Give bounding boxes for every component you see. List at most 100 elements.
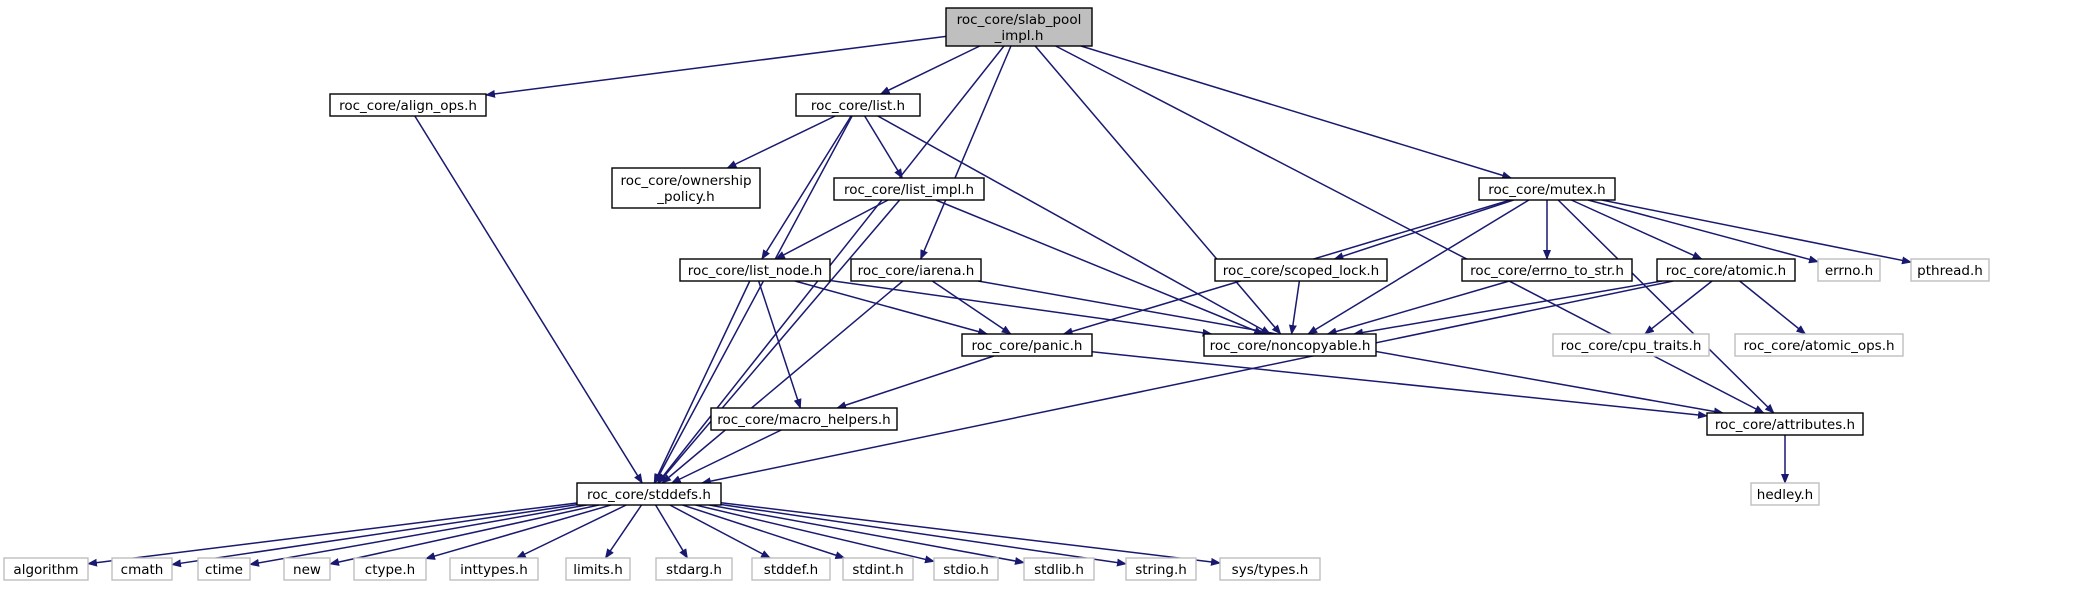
edge-mutex-to-errno — [1587, 199, 1819, 264]
edge-panic-to-attributes — [1091, 351, 1708, 419]
node-list-node[interactable]: roc_core/list_node.h — [679, 258, 831, 282]
node-label: roc_core/scoped_lock.h — [1223, 263, 1379, 279]
node-ctime: ctime — [197, 557, 251, 581]
edge-list_node-to-stddefs — [653, 280, 751, 484]
node-label: stdint.h — [852, 562, 903, 578]
node-label: limits.h — [573, 562, 623, 578]
node-label: sys/types.h — [1232, 562, 1309, 578]
node-errno-to-str[interactable]: roc_core/errno_to_str.h — [1461, 258, 1633, 282]
edge-stddefs-to-ctype — [425, 504, 612, 560]
node-label: ctime — [205, 562, 243, 578]
node-cmath: cmath — [111, 557, 173, 581]
node-stddef: stddef.h — [751, 557, 831, 581]
edge-stddefs-to-stdio — [695, 504, 935, 564]
edge-atomic-to-stddefs — [700, 280, 1674, 486]
node-label: roc_core/mutex.h — [1488, 182, 1605, 198]
node-label: roc_core/list_node.h — [688, 263, 823, 279]
node-stdint: stdint.h — [842, 557, 914, 581]
node-noncopyable[interactable]: roc_core/noncopyable.h — [1203, 333, 1377, 357]
edge-list_impl-to-noncopyable — [935, 199, 1265, 335]
node-label: stddef.h — [764, 562, 818, 578]
edge-list_impl-to-list_node — [775, 199, 889, 260]
edge-mutex-to-atomic — [1570, 199, 1703, 260]
edge-stddefs-to-limits — [604, 504, 643, 559]
node-label: roc_core/macro_helpers.h — [717, 412, 891, 428]
node-slab-pool-impl: roc_core/slab_pool_impl.h — [945, 7, 1093, 47]
node-label: string.h — [1135, 562, 1187, 578]
edge-slab_pool_impl-to-mutex — [1080, 45, 1513, 180]
edge-scoped_lock-to-noncopyable — [1288, 280, 1301, 335]
edge-mutex-to-attributes — [1557, 199, 1775, 414]
node-mutex[interactable]: roc_core/mutex.h — [1478, 177, 1616, 201]
node-label: roc_core/attributes.h — [1715, 417, 1855, 433]
node-limits: limits.h — [565, 557, 631, 581]
node-label: roc_core/iarena.h — [858, 263, 975, 279]
node-label: roc_core/errno_to_str.h — [1470, 263, 1624, 279]
edge-list-to-stddefs — [654, 115, 853, 484]
node-label: _impl.h — [994, 28, 1044, 44]
edge-stddefs-to-stddef — [669, 504, 772, 559]
edge-iarena-to-panic — [931, 280, 1012, 335]
edge-atomic-to-noncopyable — [1352, 280, 1663, 337]
node-label: inttypes.h — [460, 562, 528, 578]
edge-list_node-to-panic — [794, 280, 989, 336]
node-macro-helpers[interactable]: roc_core/macro_helpers.h — [710, 407, 898, 431]
edge-layer — [87, 35, 1912, 568]
edge-mutex-to-scoped_lock — [1333, 199, 1514, 260]
node-string: string.h — [1125, 557, 1197, 581]
node-systypes: sys/types.h — [1219, 557, 1321, 581]
node-new: new — [283, 557, 331, 581]
edge-atomic-to-atomic_ops — [1739, 280, 1807, 335]
node-atomic-ops: roc_core/atomic_ops.h — [1734, 333, 1904, 357]
edge-iarena-to-stddefs — [661, 280, 904, 484]
node-stdio: stdio.h — [933, 557, 999, 581]
node-ownership-policy[interactable]: roc_core/ownership_policy.h — [611, 167, 761, 209]
node-hedley: hedley.h — [1750, 482, 1820, 506]
edge-stddefs-to-inttypes — [515, 504, 627, 559]
node-align-ops[interactable]: roc_core/align_ops.h — [329, 93, 487, 117]
edge-list_node-to-macro_helpers — [757, 280, 802, 409]
node-attributes[interactable]: roc_core/attributes.h — [1706, 412, 1864, 436]
node-label: errno.h — [1825, 263, 1873, 279]
edge-mutex-to-noncopyable — [1307, 199, 1530, 335]
node-label: roc_core/panic.h — [972, 338, 1083, 354]
node-layer: roc_core/slab_pool_impl.h roc_core/align_… — [3, 7, 1990, 581]
node-stdlib: stdlib.h — [1023, 557, 1095, 581]
edge-slab_pool_impl-to-align_ops — [485, 35, 947, 98]
edge-slab_pool_impl-to-list — [879, 45, 981, 95]
edge-stddefs-to-ctime — [249, 504, 587, 567]
node-atomic[interactable]: roc_core/atomic.h — [1656, 258, 1796, 282]
node-label: roc_core/slab_pool — [957, 12, 1082, 28]
edge-align_ops-to-stddefs — [414, 115, 643, 484]
edge-stddefs-to-algorithm — [87, 502, 578, 567]
node-label: stdlib.h — [1034, 562, 1084, 578]
edge-list-to-list_impl — [864, 115, 903, 179]
node-scoped-lock[interactable]: roc_core/scoped_lock.h — [1214, 258, 1388, 282]
node-list-impl[interactable]: roc_core/list_impl.h — [833, 177, 985, 201]
edge-stddefs-to-new — [329, 504, 600, 566]
node-label: roc_core/align_ops.h — [339, 98, 477, 114]
node-label: roc_core/list_impl.h — [844, 182, 974, 198]
node-label: roc_core/atomic_ops.h — [1743, 338, 1894, 354]
node-label: stdio.h — [943, 562, 989, 578]
edge-list-to-list_node — [761, 115, 852, 260]
node-label: stdarg.h — [666, 562, 722, 578]
node-panic[interactable]: roc_core/panic.h — [961, 333, 1093, 357]
node-errno: errno.h — [1817, 258, 1881, 282]
node-label: roc_core/atomic.h — [1666, 263, 1786, 279]
node-list[interactable]: roc_core/list.h — [795, 93, 921, 117]
edge-stddefs-to-cmath — [171, 503, 578, 568]
node-cpu-traits: roc_core/cpu_traits.h — [1552, 333, 1710, 357]
edge-list-to-noncopyable — [877, 115, 1272, 335]
node-label: cmath — [121, 562, 164, 578]
node-stddefs[interactable]: roc_core/stddefs.h — [576, 482, 722, 506]
edge-panic-to-macro_helpers — [836, 355, 995, 409]
node-stdarg: stdarg.h — [655, 557, 733, 581]
node-inttypes: inttypes.h — [449, 557, 539, 581]
node-label: roc_core/noncopyable.h — [1210, 338, 1371, 354]
edge-mutex-to-pthread — [1601, 199, 1912, 265]
node-iarena[interactable]: roc_core/iarena.h — [850, 258, 982, 282]
edge-stddefs-to-stdint — [682, 504, 846, 560]
edge-atomic-to-cpu_traits — [1644, 280, 1713, 335]
